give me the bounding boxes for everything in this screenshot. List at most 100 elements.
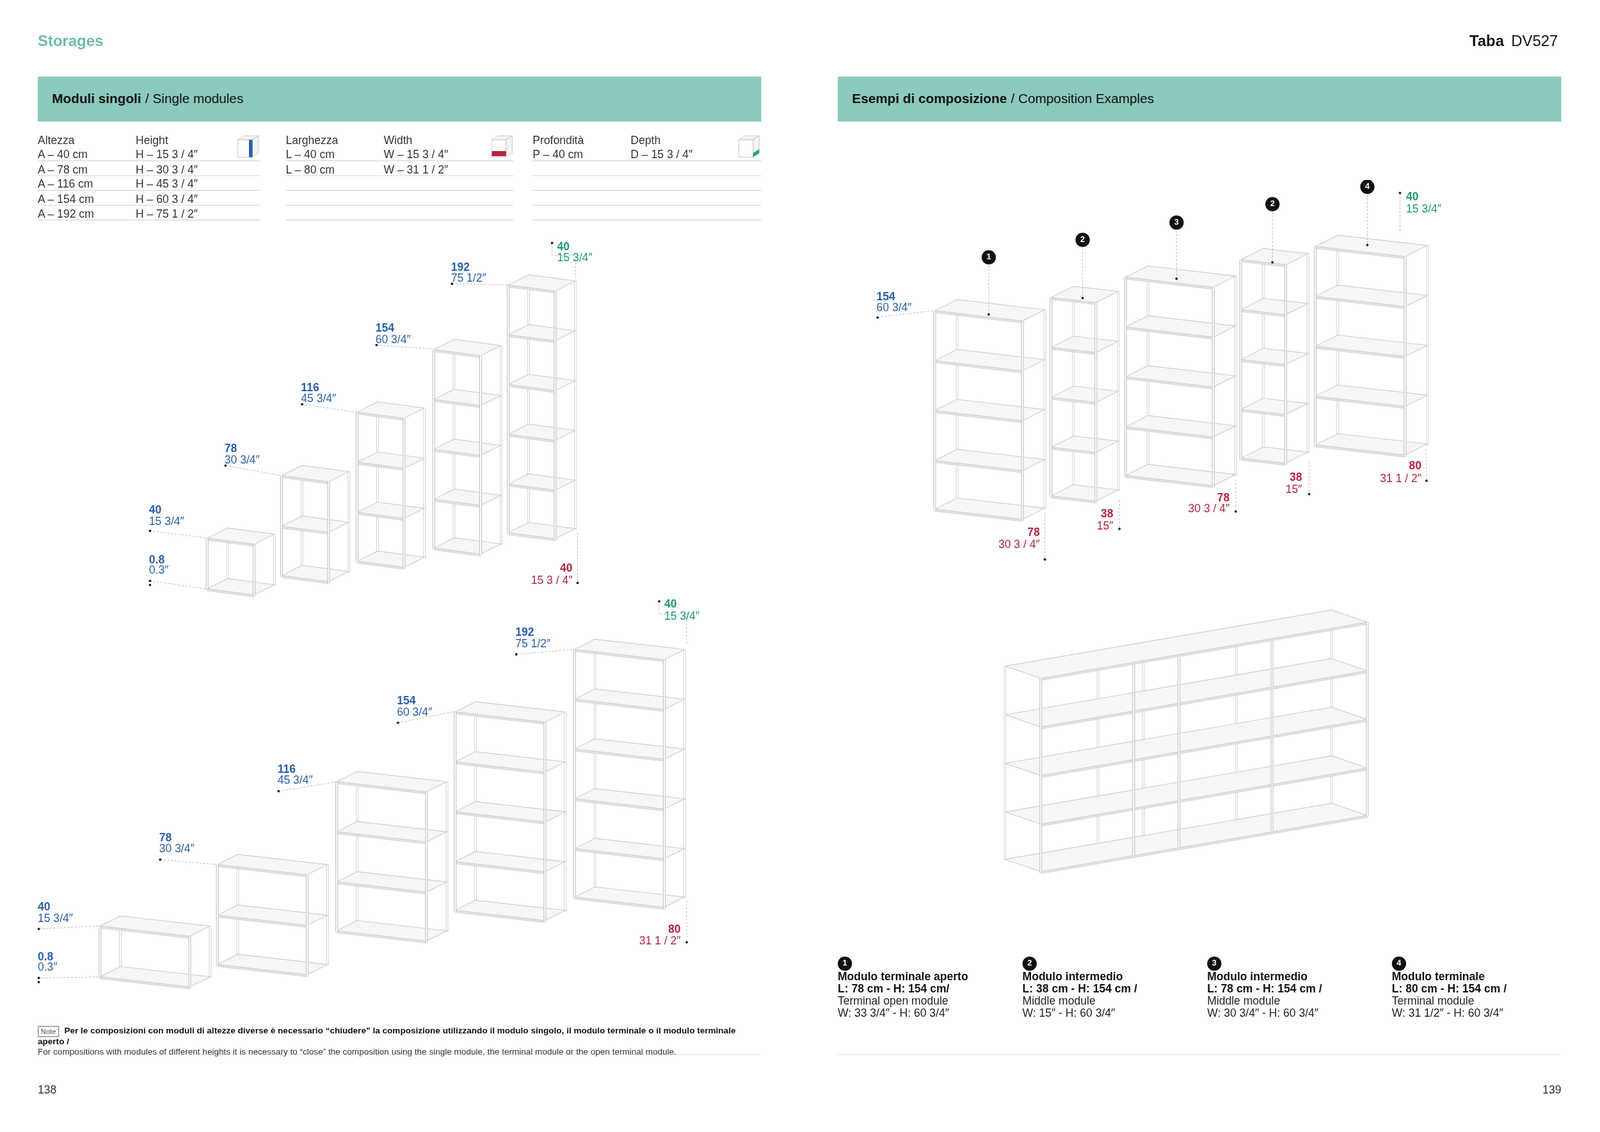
shelf-board-edge xyxy=(281,475,329,484)
table-rule xyxy=(532,190,761,191)
shelf-board-edge xyxy=(1050,347,1096,355)
height-dimension-inch: 60 3/4″ xyxy=(396,705,432,719)
shelf-board xyxy=(433,537,502,555)
shelf-post xyxy=(432,349,436,550)
header-subtitle: / Composition Examples xyxy=(1011,90,1154,107)
table-rule xyxy=(285,204,514,206)
table-header: Depth xyxy=(630,133,661,147)
table-rule xyxy=(532,160,761,162)
shelf-post xyxy=(1124,277,1128,477)
height-dimension-inch: 30 3/4″ xyxy=(159,841,195,855)
shelf-board xyxy=(508,324,576,342)
shelf-board-edge xyxy=(1040,815,1368,874)
shelf-post xyxy=(1367,622,1369,817)
module-name: Modulo terminale aperto xyxy=(837,969,969,983)
module-name: L: 78 cm - H: 154 cm / xyxy=(1207,981,1322,995)
shelf-post xyxy=(574,280,576,530)
shelf-post xyxy=(1039,677,1042,873)
callout-number: 2 xyxy=(1075,232,1090,248)
callout-digit: 4 xyxy=(1365,181,1370,191)
shelf-unit xyxy=(281,465,349,584)
shelf-board-edge xyxy=(1050,447,1096,455)
shelf-board xyxy=(281,465,349,482)
shelf-post xyxy=(433,349,435,550)
leader-line xyxy=(1235,479,1236,511)
module-description: W: 30 3/4″ - H: 60 3/4″ xyxy=(1207,1006,1319,1019)
shelf-unit xyxy=(1315,234,1428,457)
table-cell: A – 154 cm xyxy=(37,192,95,206)
shelf-board-edge xyxy=(217,963,308,976)
module-description: Terminal open module xyxy=(837,993,949,1007)
shelf-post xyxy=(188,935,191,988)
shelf-post xyxy=(445,781,448,932)
shelf-unit xyxy=(1050,286,1119,504)
shelf-post xyxy=(216,864,219,966)
leader-line xyxy=(1399,192,1401,233)
leader-dot xyxy=(551,241,554,245)
callout-number: 3 xyxy=(1169,215,1184,230)
shelf-unit xyxy=(433,339,502,557)
shelf-board xyxy=(433,339,502,356)
shelf-board xyxy=(207,578,275,596)
shelf-board-edge xyxy=(357,412,404,421)
table-cell: L – 40 cm xyxy=(285,147,335,161)
callout-digit: 4 xyxy=(1396,958,1401,968)
height-dimension-inch: 0.3″ xyxy=(37,960,58,973)
module-description: Terminal module xyxy=(1392,993,1475,1007)
table-cell: A – 192 cm xyxy=(37,207,95,221)
leader-dot xyxy=(1271,261,1274,264)
shelf-board-edge xyxy=(1240,409,1286,417)
depth-dimension: 40 xyxy=(557,240,571,253)
shelf-post xyxy=(574,648,576,898)
shelf-board-edge xyxy=(1315,246,1405,259)
module-name: L: 80 cm - H: 154 cm / xyxy=(1392,981,1507,995)
height-dimension-inch: 60 3/4″ xyxy=(375,332,411,346)
leader-dot xyxy=(876,316,879,319)
shelf-post xyxy=(99,925,101,978)
height-dimension-inch: 75 1/2″ xyxy=(451,271,487,285)
shelf-board xyxy=(207,528,275,545)
shelf-unit xyxy=(1240,248,1309,466)
shelf-post xyxy=(1314,246,1316,447)
shelf-post xyxy=(280,475,283,577)
shelf-post xyxy=(554,291,556,541)
shelf-board-edge xyxy=(357,462,404,471)
table-rule xyxy=(37,190,261,191)
shelf-post xyxy=(335,781,338,932)
shelf-board-edge xyxy=(455,811,545,824)
width-dimension-inch: 31 1 / 2″ xyxy=(639,933,681,947)
shelf-post xyxy=(280,475,283,577)
shelf-board xyxy=(508,274,576,292)
table-rule xyxy=(285,160,514,162)
shelf-board xyxy=(357,401,425,419)
icon-face xyxy=(248,139,253,157)
dimension-icon xyxy=(491,135,512,157)
shelf-board-edge xyxy=(455,711,545,724)
height-dimension-inch: 45 3/4″ xyxy=(300,391,336,405)
leader-line xyxy=(1044,512,1046,559)
shelf-post xyxy=(506,284,510,534)
height-dimension: 192 xyxy=(515,625,534,639)
height-dimension-inch: 15 3/4″ xyxy=(37,911,73,925)
shelf-board-edge xyxy=(574,848,665,861)
callout-digit: 1 xyxy=(986,252,991,262)
shelf-post xyxy=(553,291,557,541)
shelf-board-edge xyxy=(1125,475,1214,488)
module-name: Modulo intermedio xyxy=(1207,969,1308,983)
shelf-post xyxy=(446,781,448,932)
shelf-board-edge xyxy=(1040,768,1368,827)
callout-digit: 3 xyxy=(1174,217,1179,227)
table-header: Larghezza xyxy=(285,133,338,147)
shelf-unit xyxy=(207,528,275,598)
shelf-board xyxy=(433,439,502,456)
shelf-board-edge xyxy=(934,508,1023,521)
shelf-board-edge xyxy=(1125,376,1214,390)
callout-number: 1 xyxy=(981,250,996,265)
shelf-board-edge xyxy=(99,925,190,938)
height-dimension-inch: 45 3/4″ xyxy=(277,773,313,787)
table-cell: A – 78 cm xyxy=(37,162,88,176)
dimension-icon xyxy=(738,135,760,157)
shelf-post xyxy=(933,310,936,511)
leader-dot xyxy=(1043,558,1047,561)
